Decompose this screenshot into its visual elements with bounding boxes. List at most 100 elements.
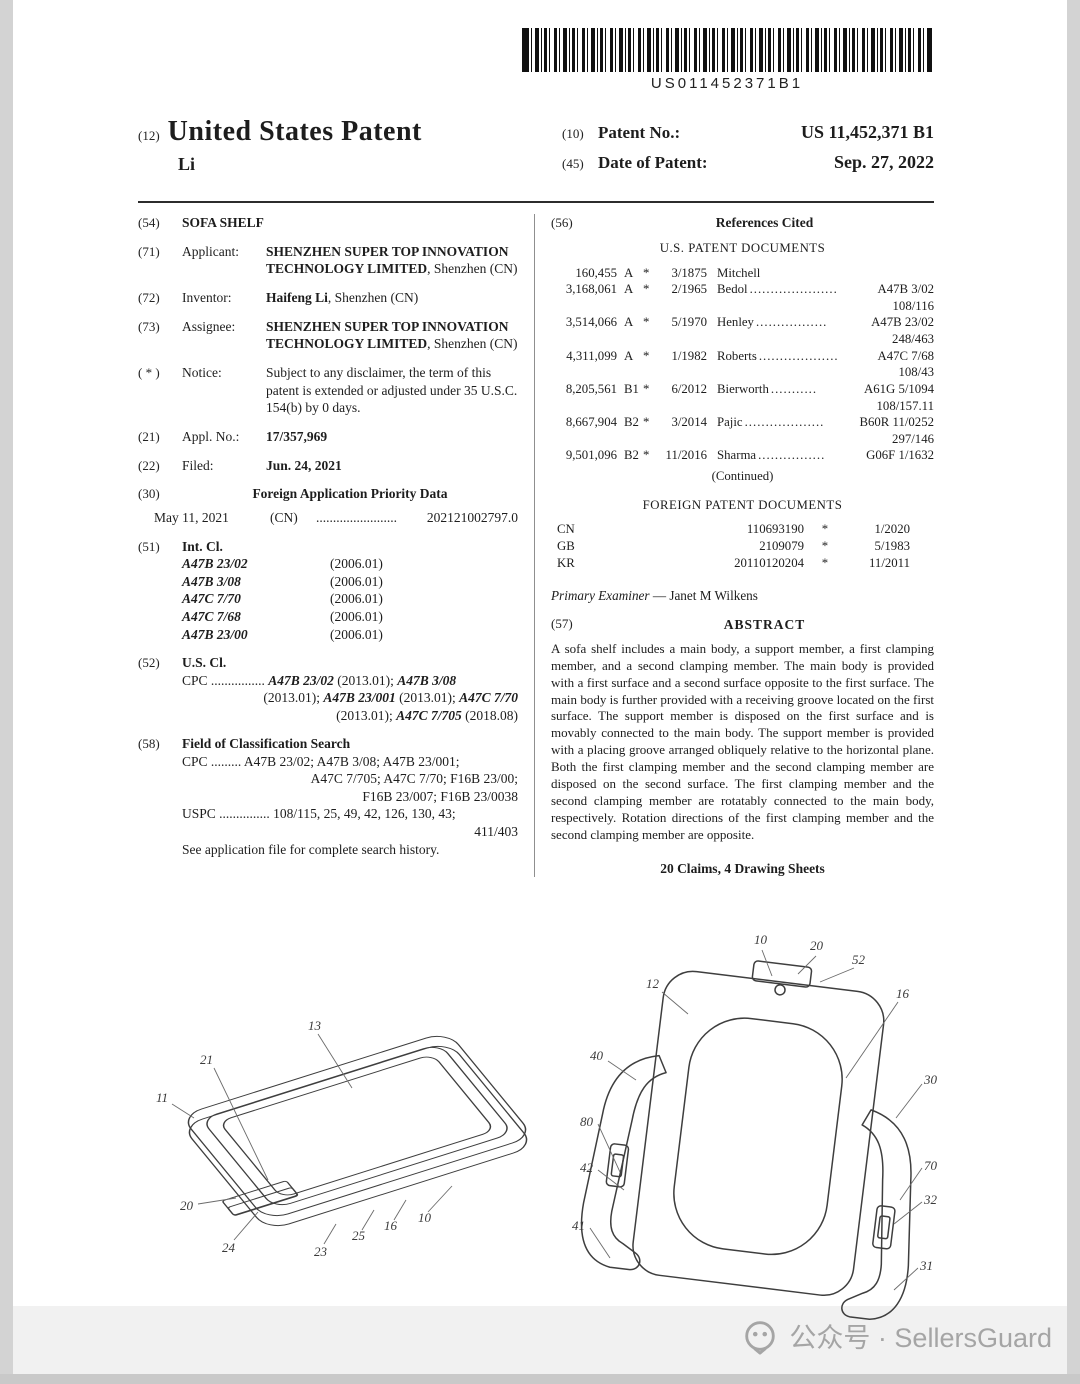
ref-number: 3,168,061 bbox=[565, 282, 617, 297]
ref-class-2: 297/146 bbox=[892, 431, 934, 446]
ref-dots: ........... bbox=[770, 381, 818, 396]
scan-bottom-band bbox=[13, 1306, 1067, 1374]
patent-no-value: US 11,452,371 B1 bbox=[800, 122, 934, 142]
field-tag: (56) bbox=[551, 215, 573, 230]
ref-name: Sharma bbox=[717, 448, 757, 463]
inventor-value: Haifeng Li, Shenzhen (CN) bbox=[266, 289, 518, 307]
ipc-version: (2006.01) bbox=[330, 573, 383, 589]
ipc-version: (2006.01) bbox=[330, 591, 383, 607]
cpc-line-1: CPC ................ A47B 23/02 (2013.01… bbox=[182, 672, 518, 690]
inventor-location: , Shenzhen (CN) bbox=[327, 289, 419, 305]
fig1-ref-13: 13 bbox=[308, 1018, 322, 1033]
field-tag: (52) bbox=[138, 655, 160, 671]
abstract-heading: ABSTRACT bbox=[723, 617, 806, 633]
foreign-date: 11/2011 bbox=[869, 555, 910, 570]
search-uspc-line-2: 411/403 bbox=[474, 824, 518, 840]
ref-date: 2/1965 bbox=[671, 282, 707, 297]
scan-edge-bottom bbox=[0, 1374, 1080, 1384]
field-56-references: (56) References Cited bbox=[551, 214, 934, 232]
int-cl-row: A47C 7/68(2006.01) bbox=[182, 608, 518, 626]
ref-kind: B2 bbox=[624, 448, 639, 463]
assignee-name: SHENZHEN SUPER TOP INNOVATION TECHNOLOGY… bbox=[266, 318, 509, 352]
fig2-ref-30: 30 bbox=[923, 1072, 938, 1087]
wechat-official-account-icon bbox=[745, 1320, 776, 1355]
field-57-abstract: (57) ABSTRACT bbox=[551, 616, 934, 634]
continued-note: (Continued) bbox=[711, 469, 774, 484]
barcode-bars bbox=[522, 28, 932, 72]
field-tag: (57) bbox=[551, 616, 573, 632]
field-tag: (22) bbox=[138, 457, 160, 473]
priority-data-row: May 11, 2021 (CN) ......................… bbox=[154, 509, 518, 527]
doc-kind-tag: (12) bbox=[138, 128, 160, 143]
assignee-label: Assignee: bbox=[182, 318, 236, 334]
field-72-inventor: (72) Inventor: Haifeng Li, Shenzhen (CN) bbox=[138, 289, 518, 307]
ipc-version: (2006.01) bbox=[330, 626, 383, 642]
foreign-date: 1/2020 bbox=[874, 522, 910, 537]
ref-class: A47C 7/68 bbox=[877, 348, 934, 363]
foreign-star: * bbox=[821, 555, 829, 570]
fig2-ref-20: 20 bbox=[810, 938, 824, 953]
ref-class-2: 108/157.11 bbox=[876, 398, 934, 413]
cpc-text: (2013.01); bbox=[333, 672, 398, 688]
ref-star: * bbox=[643, 348, 650, 363]
foreign-star: * bbox=[821, 522, 829, 537]
cpc-code: A47B 23/001 bbox=[323, 690, 396, 706]
appl-no-value: 17/357,969 bbox=[266, 428, 328, 444]
date-of-patent-tag: (45) bbox=[562, 156, 584, 171]
field-tag: (30) bbox=[138, 486, 160, 502]
cpc-text: (2018.08) bbox=[461, 707, 518, 723]
patent-no-tag: (10) bbox=[562, 126, 584, 141]
ref-star: * bbox=[643, 282, 650, 297]
foreign-number: 20110120204 bbox=[734, 555, 804, 570]
fig1-ref-24: 24 bbox=[222, 1240, 236, 1255]
fig1-ref-10: 10 bbox=[418, 1210, 432, 1225]
patent-no-label: Patent No.: bbox=[598, 123, 681, 142]
assignee-location: , Shenzhen (CN) bbox=[427, 336, 518, 352]
ref-name: Bierworth bbox=[717, 381, 769, 396]
field-21-appl-no: (21) Appl. No.: 17/357,969 bbox=[138, 428, 518, 446]
foreign-country: GB bbox=[557, 538, 575, 553]
fig2-ref-10: 10 bbox=[754, 932, 768, 947]
int-cl-row: A47C 7/70(2006.01) bbox=[182, 590, 518, 608]
fig2-ref-12: 12 bbox=[646, 976, 660, 991]
us-cl-heading: U.S. Cl. bbox=[182, 655, 227, 671]
inventor-label: Inventor: bbox=[182, 289, 232, 305]
ipc-version: (2006.01) bbox=[330, 609, 383, 625]
scan-edge-right bbox=[1067, 0, 1080, 1384]
appl-no-label: Appl. No.: bbox=[182, 428, 240, 444]
ref-class-2: 108/116 bbox=[892, 298, 934, 313]
cpc-code: A47B 23/02 bbox=[268, 672, 334, 688]
references-heading: References Cited bbox=[715, 215, 814, 230]
fig2-ref-70: 70 bbox=[924, 1158, 938, 1173]
fig1-ref-11: 11 bbox=[156, 1090, 168, 1105]
priority-country: (CN) bbox=[270, 510, 298, 526]
ipc-version: (2006.01) bbox=[330, 556, 383, 572]
fig1-ref-21: 21 bbox=[200, 1052, 213, 1067]
search-cpc-line-2: A47C 7/705; A47C 7/70; F16B 23/00; bbox=[310, 771, 518, 787]
ref-date: 1/1982 bbox=[671, 348, 707, 363]
int-cl-row: A47B 3/08(2006.01) bbox=[182, 573, 518, 591]
foreign-date: 5/1983 bbox=[874, 538, 910, 553]
ref-class: G06F 1/1632 bbox=[866, 448, 934, 463]
ref-date: 3/2014 bbox=[671, 415, 707, 430]
field-52-us-cl: (52) U.S. Cl. CPC ................ A47B … bbox=[138, 654, 518, 724]
ref-name: Henley bbox=[717, 315, 754, 330]
ref-class: A47B 23/02 bbox=[871, 315, 934, 330]
field-51-int-cl: (51) Int. Cl. A47B 23/02(2006.01) A47B 3… bbox=[138, 538, 518, 643]
examiner-name: — Janet M Wilkens bbox=[649, 588, 758, 604]
field-22-filed: (22) Filed: Jun. 24, 2021 bbox=[138, 457, 518, 475]
bibliographic-columns: (54) SOFA SHELF (71) Applicant: SHENZHEN… bbox=[138, 214, 934, 878]
ref-star: * bbox=[643, 448, 650, 463]
ref-date: 6/2012 bbox=[671, 381, 707, 396]
ref-kind: A bbox=[624, 315, 634, 330]
watermark: 公众号 · SellersGuard bbox=[741, 1316, 1052, 1355]
ref-star: * bbox=[643, 381, 650, 396]
ref-name: Roberts bbox=[717, 348, 757, 363]
search-uspc-line-1: USPC ............... 108/115, 25, 49, 42… bbox=[182, 806, 456, 822]
figure-2-clamp-rear-drawing: 10 20 52 12 16 40 80 42 41 30 70 32 31 bbox=[572, 932, 938, 1321]
ref-number: 8,205,561 bbox=[565, 381, 617, 396]
